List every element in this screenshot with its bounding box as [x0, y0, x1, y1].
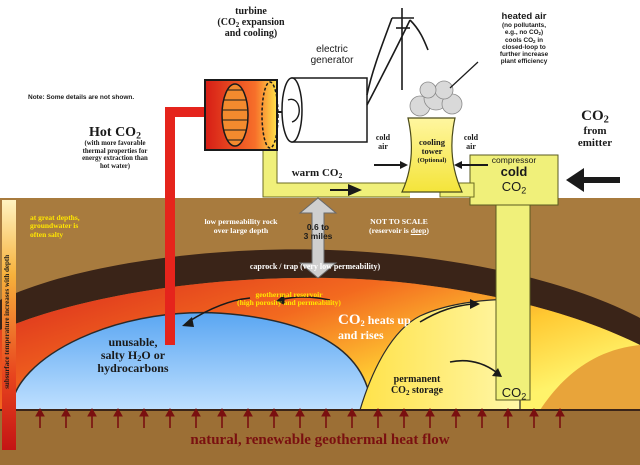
heat-flow-arrowhead — [165, 407, 175, 417]
heat-flow-arrowhead — [529, 407, 539, 417]
heat-flow-arrowhead — [477, 407, 487, 417]
production-pipe — [165, 107, 208, 345]
reservoir-flow-arrowhead-3 — [276, 295, 285, 305]
cold-air-arrowhead-left — [400, 161, 408, 169]
warm-co2-arrow — [348, 184, 362, 196]
reservoir-flow-arrowhead-4 — [182, 317, 194, 327]
reservoir-flow-arrow-1 — [419, 303, 473, 323]
heat-flow-arrowhead — [191, 407, 201, 417]
heat-flow-arrowhead — [139, 407, 149, 417]
bottom-co2-label: CO2 — [501, 385, 527, 402]
heat-flow-arrowhead — [217, 407, 227, 417]
cooling-tower — [401, 117, 463, 193]
heat-flow-arrowhead — [503, 407, 513, 417]
steam-cloud — [409, 80, 463, 117]
low-permeability-label: low permeability rock over large depth — [204, 217, 278, 235]
unusable-label: unusable, salty H2O or hydrocarbons — [97, 335, 169, 376]
hot-co2-label: Hot CO2 (with more favorable thermal pro… — [82, 125, 148, 170]
heat-flow-arrowhead — [451, 407, 461, 417]
storage-label: permanent CO2 storage — [390, 374, 444, 397]
turbine-rim — [261, 81, 279, 149]
heat-flow-arrowhead — [243, 407, 253, 417]
scale-label: NOT TO SCALE (reservoir is deep) — [369, 217, 429, 235]
cold-air-left-label: cold air — [375, 133, 391, 151]
groundwater-label: at great depths, groundwater is often sa… — [30, 213, 80, 239]
note-text: Note: Some details are not shown. — [28, 94, 135, 101]
cooling-tower-label: cooling tower (Optional) — [417, 137, 447, 164]
heat-flow-arrowhead — [555, 407, 565, 417]
caprock-edge-right — [540, 345, 640, 410]
power-lines — [366, 8, 429, 106]
depth-label: 0.6 to 3 miles — [303, 222, 333, 242]
turbine-rotor — [221, 83, 249, 147]
co2-from-emitter-label: CO2 from emitter — [577, 108, 613, 149]
heat-flow-arrows — [35, 407, 565, 428]
caprock-layer — [0, 249, 640, 345]
warm-co2-pipe — [263, 145, 410, 197]
cold-air-right-label: cold air — [463, 133, 479, 151]
temperature-bar — [2, 200, 16, 450]
turbine-blades — [223, 89, 247, 141]
generator-rotation-arrow — [287, 98, 300, 123]
generator-body — [291, 77, 368, 143]
caprock-label: caprock / trap (very low permeability) — [249, 262, 381, 271]
generator-face — [281, 77, 303, 143]
reservoir-flow-arrowhead-1 — [470, 299, 480, 309]
generator-label: electric generator — [310, 44, 354, 66]
heat-flow-arrowhead — [295, 407, 305, 417]
warm-co2-pipe-edge — [262, 145, 410, 198]
heat-flow-label: natural, renewable geothermal heat flow — [190, 432, 450, 448]
heat-flow-arrowhead — [373, 407, 383, 417]
turbine-label: turbine (CO2 expansion and cooling) — [217, 6, 285, 39]
heat-flow-arrowhead — [321, 407, 331, 417]
heat-flow-arrowhead — [87, 407, 97, 417]
reservoir-flow-arrow-2 — [449, 359, 497, 373]
reservoir-flow-arrowhead-2 — [492, 368, 502, 377]
emitter-arrowhead — [566, 168, 584, 192]
heat-flow-arrowhead — [399, 407, 409, 417]
heat-flow-arrowhead — [61, 407, 71, 417]
cold-air-arrowhead-right — [454, 161, 462, 169]
reservoir-flow-arrow-4 — [187, 297, 251, 323]
heats-up-label: CO2 heats up and rises — [338, 312, 411, 342]
warm-co2-label: warm CO2 — [291, 167, 343, 180]
heat-flow-arrowhead — [269, 407, 279, 417]
heat-flow-arrowhead — [35, 407, 45, 417]
compressor-label: compressor cold CO2 — [491, 155, 537, 195]
heated-air-pointer — [449, 61, 479, 89]
compressor-box — [469, 154, 559, 206]
reservoir-label: geothermal reservoir (high porosity and … — [237, 290, 341, 308]
heat-flow-arrowhead — [425, 407, 435, 417]
heat-flow-arrowhead — [113, 407, 123, 417]
heated-air-label: heated air (no pollutants, e.g., no CO2)… — [499, 11, 549, 65]
side-axis-label: subsurface temperature increases with de… — [3, 254, 12, 389]
brine-lens — [11, 311, 373, 411]
depth-arrow — [298, 197, 338, 279]
heat-flow-arrowhead — [347, 407, 357, 417]
